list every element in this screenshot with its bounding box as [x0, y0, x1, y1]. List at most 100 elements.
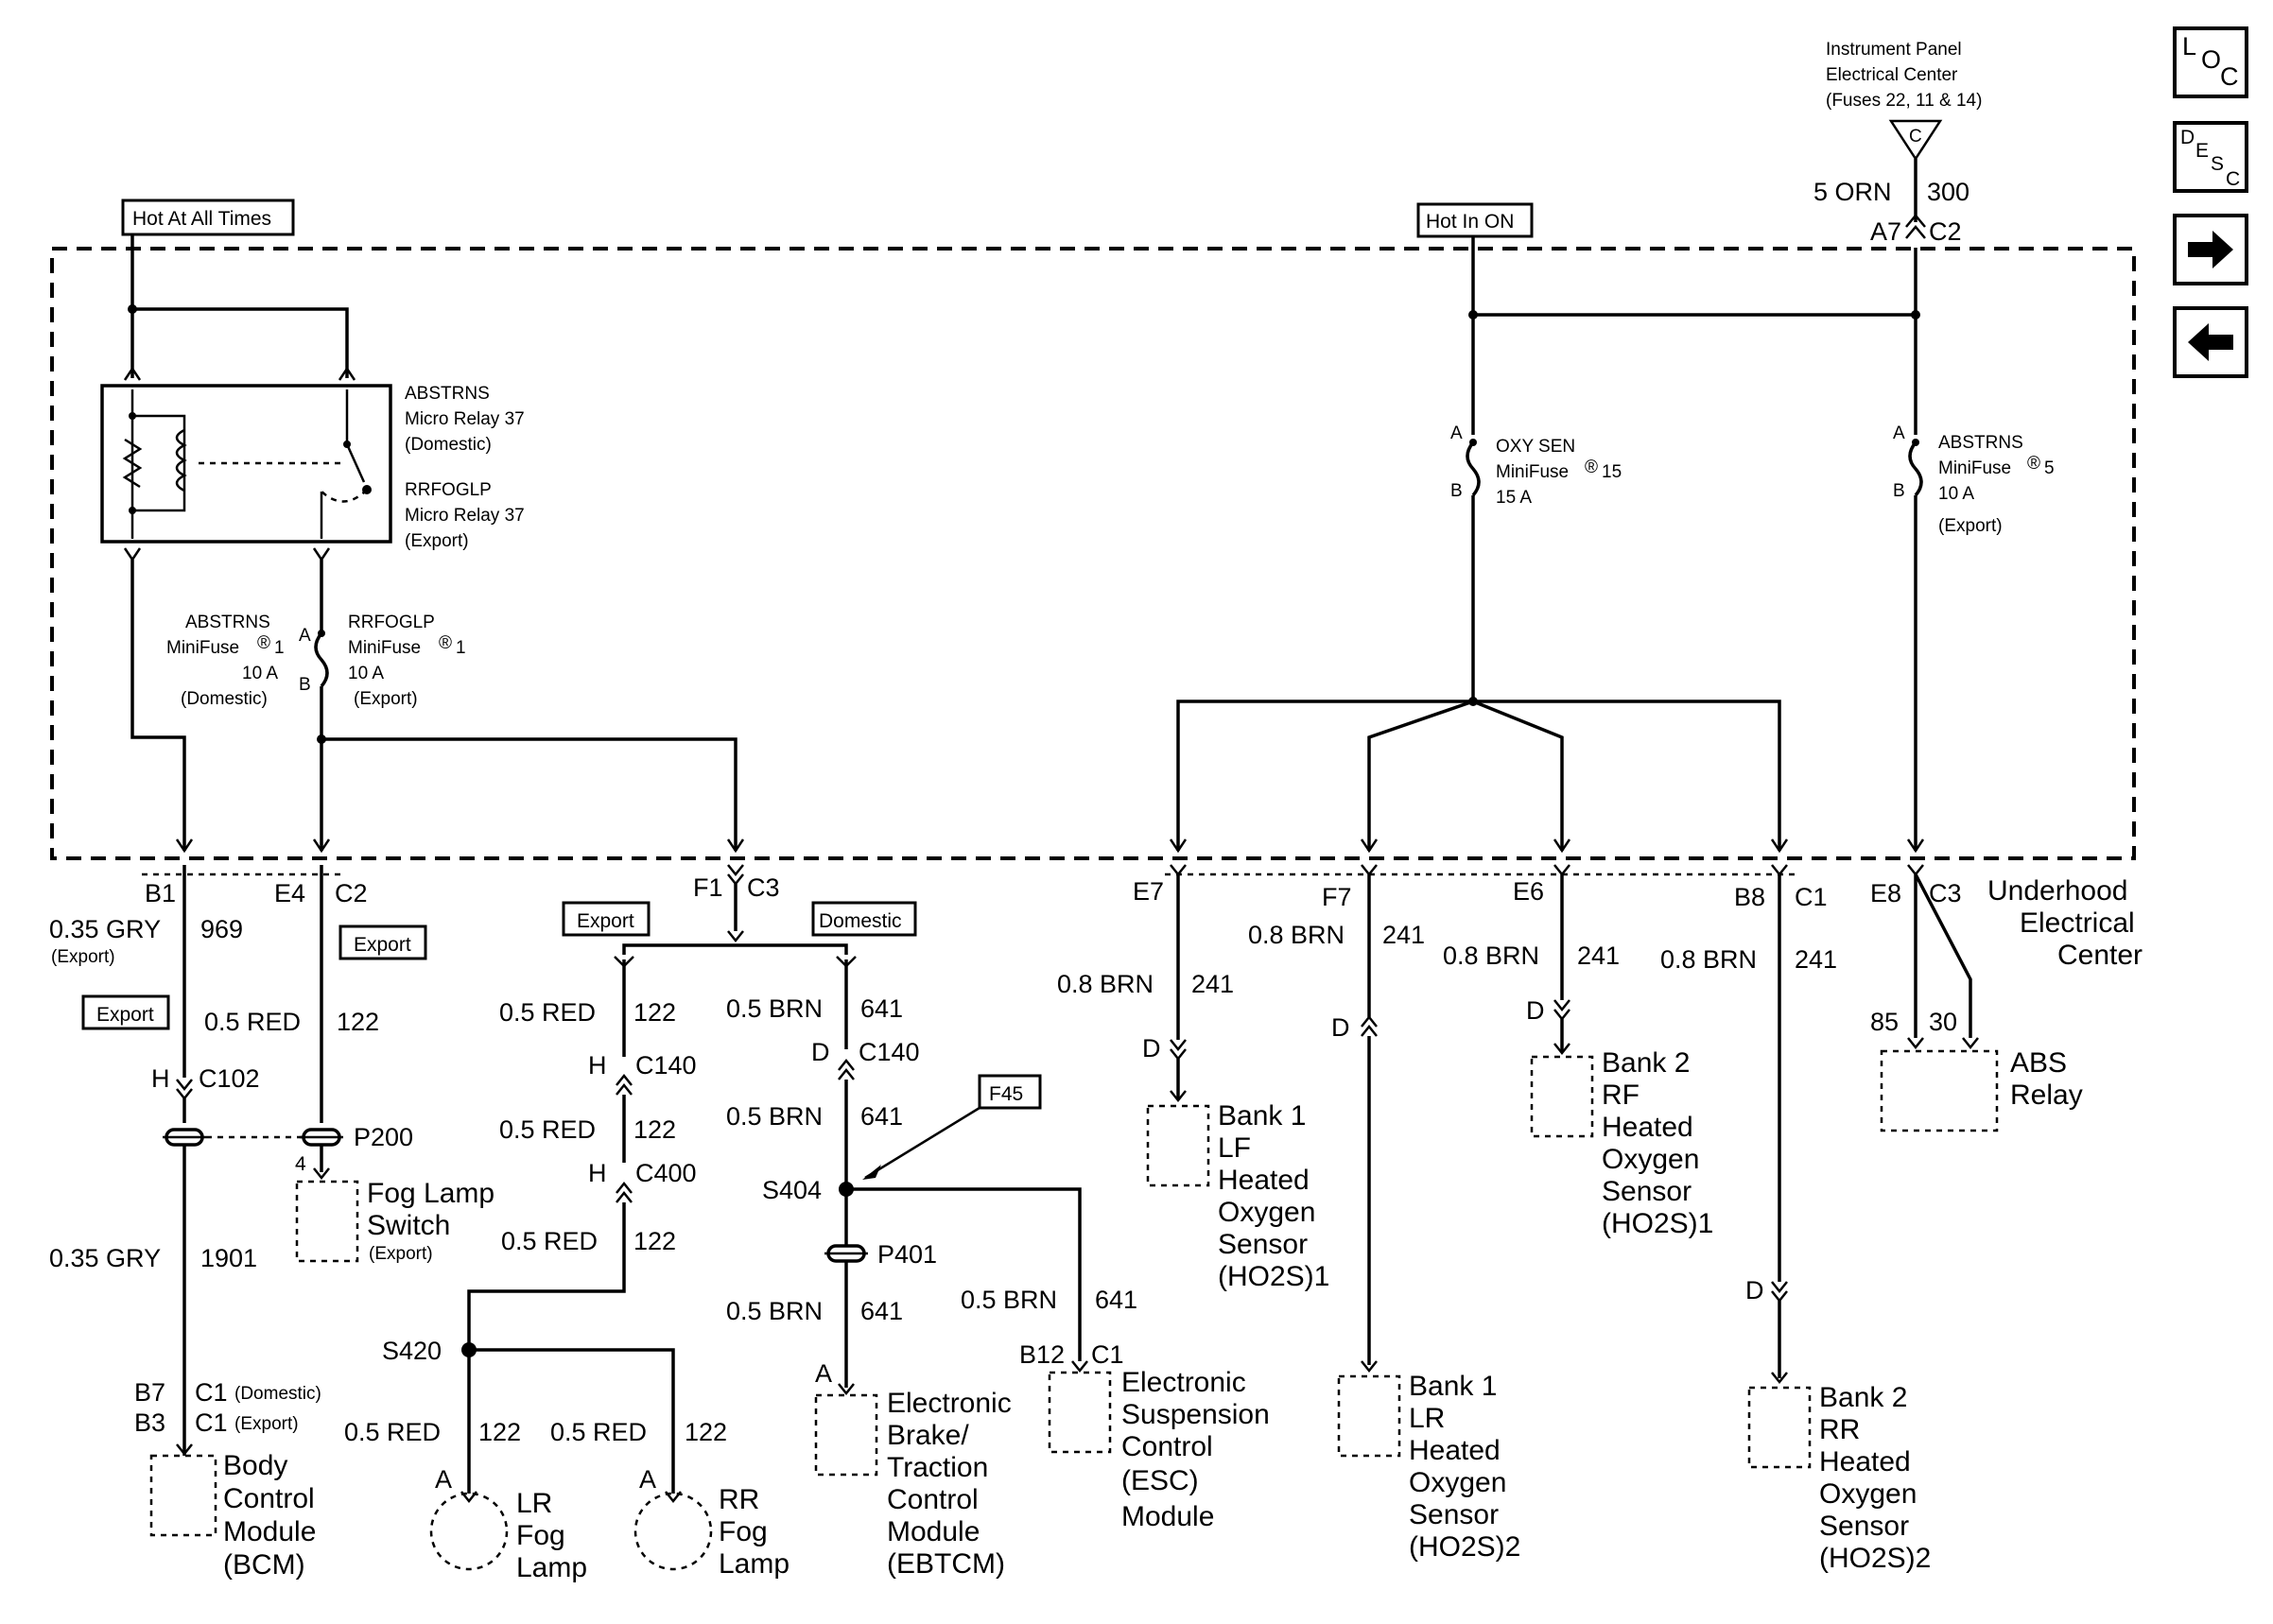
svg-text:15: 15	[1602, 462, 1622, 482]
svg-text:F7: F7	[1322, 883, 1352, 911]
source-circuit: 300	[1927, 178, 1969, 206]
svg-text:RR: RR	[1819, 1414, 1860, 1445]
svg-text:B: B	[1450, 481, 1463, 501]
relay-resistor	[122, 438, 143, 489]
svg-text:0.5 RED: 0.5 RED	[499, 998, 596, 1027]
svg-text:C102: C102	[199, 1064, 260, 1093]
svg-text:0.5 RED: 0.5 RED	[550, 1418, 647, 1446]
svg-text:30: 30	[1929, 1008, 1957, 1036]
svg-text:122: 122	[633, 1227, 676, 1255]
svg-text:Underhood: Underhood	[1987, 875, 2127, 907]
svg-text:C2: C2	[335, 879, 368, 907]
svg-text:Lamp: Lamp	[719, 1548, 789, 1580]
svg-text:0.5 RED: 0.5 RED	[499, 1115, 596, 1144]
svg-text:Switch: Switch	[367, 1210, 450, 1241]
next-page-button[interactable]: →	[2173, 214, 2248, 288]
svg-text:(Export): (Export)	[405, 531, 469, 551]
svg-text:641: 641	[860, 1102, 903, 1131]
svg-text:(Export): (Export)	[1938, 516, 2003, 536]
svg-text:Electronic: Electronic	[1121, 1367, 1246, 1398]
svg-text:Domestic: Domestic	[819, 910, 902, 932]
svg-text:LF: LF	[1218, 1132, 1251, 1164]
svg-text:Heated: Heated	[1819, 1446, 1911, 1477]
svg-text:641: 641	[860, 1297, 903, 1325]
svg-text:S404: S404	[762, 1176, 822, 1204]
svg-text:Sensor: Sensor	[1218, 1229, 1308, 1260]
ebtcm-label: Electronic Brake/ Traction Control Modul…	[887, 1388, 1012, 1580]
desc-button[interactable]: D E S C	[2173, 121, 2248, 193]
svg-text:85: 85	[1870, 1008, 1899, 1036]
svg-text:0.5 BRN: 0.5 BRN	[726, 1102, 823, 1131]
svg-text:B: B	[299, 675, 311, 695]
source-conn: C2	[1929, 217, 1962, 246]
ho2s-rr-label: Bank 2 RR Heated Oxygen Sensor (HO2S)2	[1819, 1382, 1931, 1574]
svg-text:Export: Export	[354, 934, 411, 956]
svg-text:F45: F45	[989, 1083, 1023, 1105]
svg-text:Electronic: Electronic	[887, 1388, 1012, 1419]
source-wire: 5 ORN	[1813, 178, 1892, 206]
oxy-sen-minifuse-15	[1466, 441, 1481, 497]
source-terminal-triangle	[1888, 119, 1943, 162]
svg-text:0.5 RED: 0.5 RED	[344, 1418, 441, 1446]
svg-text:Oxygen: Oxygen	[1602, 1144, 1699, 1175]
svg-text:®: ®	[257, 633, 270, 653]
svg-text:C: C	[2226, 168, 2240, 190]
svg-text:B7: B7	[134, 1378, 165, 1407]
svg-text:241: 241	[1795, 945, 1837, 974]
svg-text:→: →	[2175, 267, 2195, 288]
svg-text:Electrical: Electrical	[2020, 907, 2135, 939]
svg-text:Bank 1: Bank 1	[1409, 1371, 1497, 1402]
ho2s-lr-label: Bank 1 LR Heated Oxygen Sensor (HO2S)2	[1409, 1371, 1520, 1563]
svg-text:Oxygen: Oxygen	[1819, 1478, 1917, 1510]
svg-text:Module: Module	[223, 1516, 316, 1547]
svg-text:B12: B12	[1019, 1340, 1065, 1369]
svg-text:4: 4	[295, 1153, 306, 1175]
svg-text:0.5 RED: 0.5 RED	[204, 1008, 301, 1036]
svg-text:A: A	[299, 626, 311, 646]
svg-text:122: 122	[685, 1418, 727, 1446]
loc-button[interactable]: L O C	[2173, 26, 2248, 98]
svg-text:Center: Center	[2057, 940, 2143, 971]
svg-text:10 A: 10 A	[348, 664, 384, 683]
svg-text:10 A: 10 A	[242, 664, 278, 683]
svg-text:B3: B3	[134, 1408, 165, 1437]
svg-text:ABS: ABS	[2010, 1047, 2067, 1079]
svg-text:Sensor: Sensor	[1602, 1176, 1692, 1207]
svg-text:H: H	[588, 1051, 607, 1080]
svg-text:(EBTCM): (EBTCM)	[887, 1548, 1005, 1580]
svg-text:Brake/: Brake/	[887, 1420, 969, 1451]
uec-label: Underhood Electrical Center	[1987, 875, 2143, 971]
svg-text:1: 1	[274, 638, 285, 658]
ho2s-lf-label: Bank 1 LF Heated Oxygen Sensor (HO2S)1	[1218, 1100, 1329, 1292]
svg-text:C140: C140	[635, 1051, 697, 1080]
ho2s-rf-box	[1530, 1055, 1594, 1138]
svg-text:E6: E6	[1513, 877, 1544, 906]
svg-text:RF: RF	[1602, 1080, 1640, 1111]
abstrns-minifuse-5	[1908, 441, 1923, 497]
prev-page-button[interactable]: ←	[2173, 306, 2248, 381]
rrfoglp-minifuse-1	[314, 631, 329, 688]
svg-text:LR: LR	[516, 1488, 552, 1519]
svg-text:A: A	[1893, 423, 1905, 443]
svg-text:A: A	[1450, 423, 1463, 443]
esc-label: Electronic Suspension Control (ESC) Modu…	[1121, 1367, 1270, 1532]
svg-text:241: 241	[1382, 921, 1425, 949]
svg-text:Bank 2: Bank 2	[1602, 1047, 1690, 1079]
rr-fog-lamp	[633, 1492, 713, 1571]
oxy-sen-minifuse-label: OXY SEN MiniFuse ® 15 15 A	[1496, 437, 1622, 508]
svg-text:Bank 2: Bank 2	[1819, 1382, 1907, 1413]
svg-text:0.5 RED: 0.5 RED	[501, 1227, 598, 1255]
svg-text:Control: Control	[887, 1484, 979, 1515]
svg-text:0.8 BRN: 0.8 BRN	[1443, 942, 1539, 970]
svg-text:ABSTRNS: ABSTRNS	[1938, 433, 2023, 453]
svg-text:B: B	[1893, 481, 1905, 501]
svg-text:Heated: Heated	[1409, 1435, 1501, 1466]
svg-text:MiniFuse: MiniFuse	[348, 638, 421, 658]
svg-text:B1: B1	[145, 879, 176, 907]
svg-text:Suspension: Suspension	[1121, 1399, 1270, 1430]
source-label-3: (Fuses 22, 11 & 14)	[1826, 91, 1982, 111]
svg-text:Micro Relay 37: Micro Relay 37	[405, 409, 525, 429]
svg-text:C3: C3	[747, 873, 780, 902]
svg-text:D: D	[1142, 1034, 1161, 1063]
